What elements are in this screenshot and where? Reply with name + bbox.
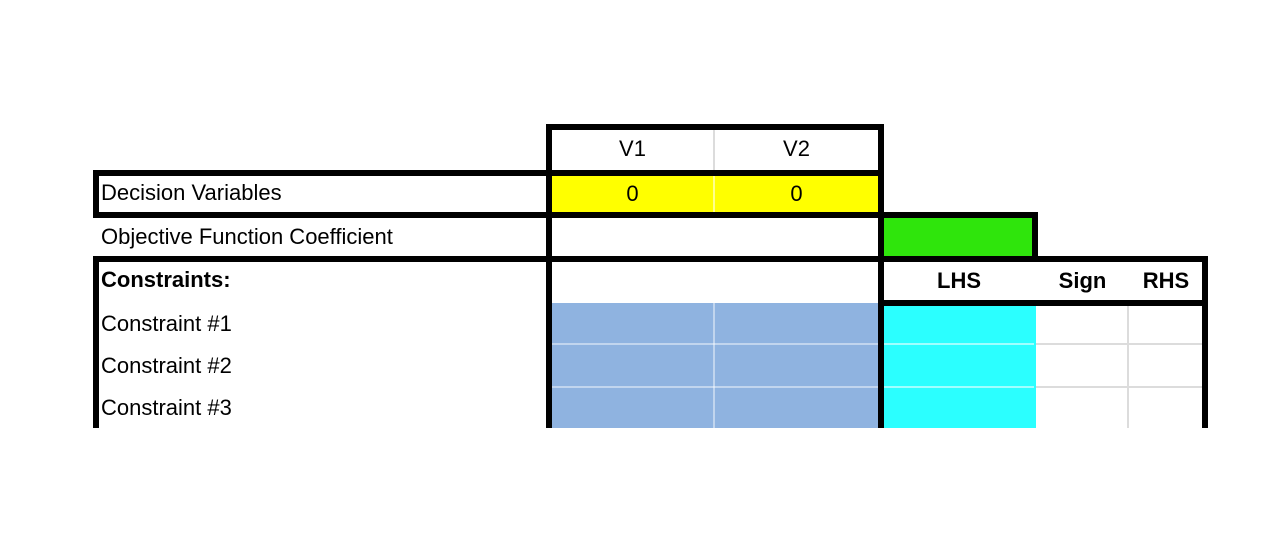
signrhs-row-divider-1 <box>1036 343 1202 345</box>
constraints-section-label: Constraints: <box>101 267 231 292</box>
decision-variables-label: Decision Variables <box>101 180 282 205</box>
border-above-constraints-row <box>93 256 1208 262</box>
border-right-objective-cell <box>1032 212 1038 262</box>
variable-header-v1: V1 <box>619 136 646 161</box>
border-below-result-header <box>878 300 1208 306</box>
variable-header-v2: V2 <box>783 136 810 161</box>
objective-coeff-cell-v1[interactable] <box>552 218 713 256</box>
rhs-cell-3[interactable] <box>1129 388 1202 428</box>
border-right-v2-column <box>878 124 884 428</box>
lhs-cell-1[interactable] <box>884 306 1034 343</box>
decision-cells-divider <box>713 176 715 212</box>
objective-function-label: Objective Function Coefficient <box>101 224 393 249</box>
header-column-divider <box>713 130 715 170</box>
objective-coeff-cell-v2[interactable] <box>715 218 878 256</box>
sign-cell-3[interactable] <box>1036 388 1127 428</box>
result-header-sign: Sign <box>1058 268 1107 293</box>
sign-rhs-column-divider <box>1127 303 1129 428</box>
constraint-coeff-cell-r2-v1[interactable] <box>552 345 713 386</box>
rhs-cell-2[interactable] <box>1129 345 1202 386</box>
sign-cell-2[interactable] <box>1036 345 1127 386</box>
matrix-row-divider-2 <box>552 386 878 388</box>
matrix-column-divider <box>713 303 715 428</box>
signrhs-row-divider-2 <box>1036 386 1202 388</box>
constraint-coeff-cell-r2-v2[interactable] <box>715 345 878 386</box>
constraint-coeff-cell-r1-v1[interactable] <box>552 303 713 343</box>
result-header-lhs: LHS <box>937 268 981 293</box>
border-right-rhs-column <box>1202 256 1208 428</box>
objective-value-cell[interactable] <box>880 214 1034 258</box>
lhs-row-divider-2 <box>884 386 1034 388</box>
border-below-decision-row <box>93 212 1038 218</box>
constraint-coeff-cell-r3-v1[interactable] <box>552 388 713 428</box>
constraint-coefficient-area-fill <box>550 303 880 428</box>
matrix-row-divider-1 <box>552 343 878 345</box>
border-left-v1-column <box>546 124 552 428</box>
constraint-2-label: Constraint #2 <box>101 353 232 378</box>
constraint-1-label: Constraint #1 <box>101 310 232 336</box>
result-header-rhs: RHS <box>1142 268 1190 293</box>
lhs-column-fill <box>880 303 1036 428</box>
constraint-coeff-cell-r1-v2[interactable] <box>715 303 878 343</box>
decision-variable-cell-v1[interactable]: 0 <box>626 181 639 206</box>
lhs-cell-2[interactable] <box>884 345 1034 386</box>
sign-cell-1[interactable] <box>1036 306 1127 343</box>
constraint-3-label: Constraint #3 <box>101 395 232 420</box>
rhs-cell-1[interactable] <box>1129 306 1202 343</box>
border-above-decision-row <box>93 170 884 176</box>
constraint-coeff-cell-r3-v2[interactable] <box>715 388 878 428</box>
decision-variable-cell-v2[interactable]: 0 <box>790 181 803 206</box>
border-left-constraints-section <box>93 256 99 428</box>
lhs-cell-3[interactable] <box>884 388 1034 428</box>
border-top-variable-header <box>546 124 884 130</box>
lhs-row-divider-1 <box>884 343 1034 345</box>
border-left-decision-label <box>93 170 99 218</box>
